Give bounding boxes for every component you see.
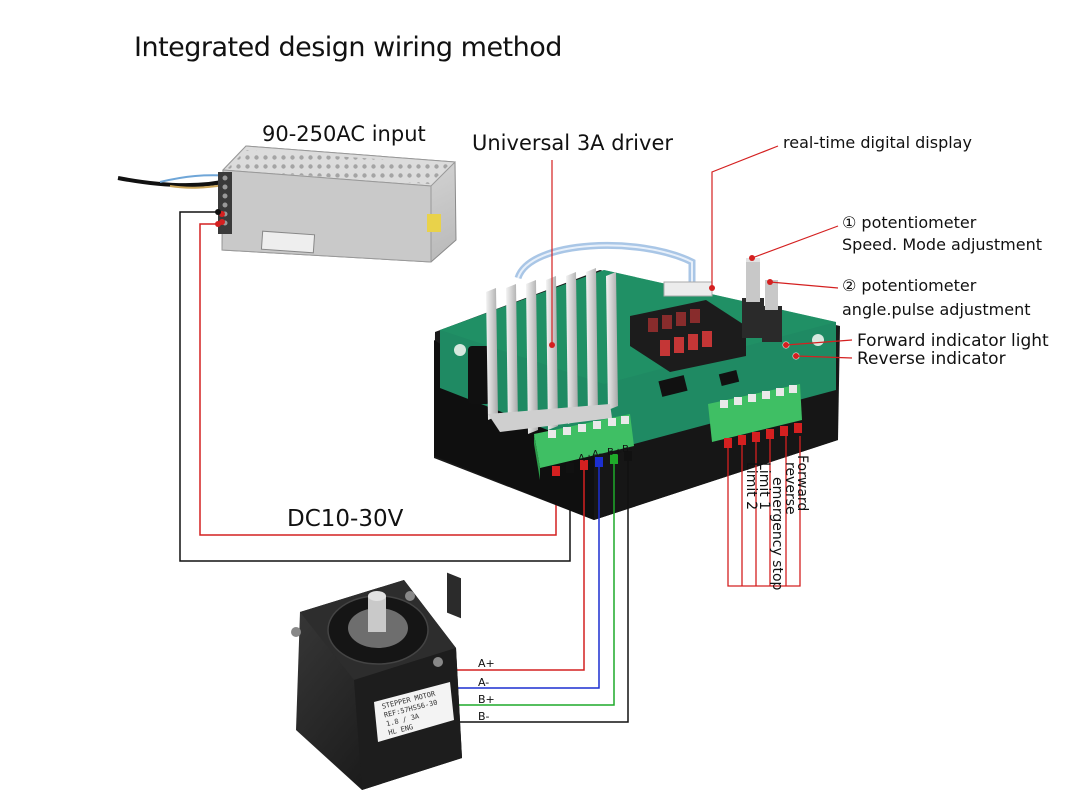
terminal-b-minus-label: B-: [622, 444, 633, 455]
input-limit2-label: Limit 2: [743, 462, 759, 511]
digital-display: [630, 300, 746, 372]
reverse-light-label: Reverse indicator: [857, 349, 1006, 369]
potentiometers: [742, 258, 782, 342]
display-label: real-time digital display: [783, 133, 972, 152]
control-terminal-block: [708, 384, 802, 448]
power-supply-unit: [218, 145, 457, 263]
callout-lines: [551, 145, 853, 359]
motor-terminal-block: [534, 414, 634, 480]
input-forward-label: Forward: [794, 455, 810, 512]
pot1-label: ① potentiometer: [842, 213, 977, 232]
diagram-title: Integrated design wiring method: [134, 32, 562, 63]
input-limit1-label: Limit 1: [756, 462, 772, 511]
pot2-label: ② potentiometer: [842, 276, 977, 295]
dc-supply-label: DC10-30V: [287, 506, 404, 532]
forward-light-label: Forward indicator light: [857, 331, 1049, 351]
ac-cable: [117, 174, 235, 189]
input-reverse-label: reverse: [782, 462, 798, 515]
stepper-motor: [291, 580, 462, 790]
pot2-function-label: angle.pulse adjustment: [842, 300, 1031, 319]
motor-wire-b-minus-label: B-: [478, 710, 490, 723]
pot1-function-label: Speed. Mode adjustment: [842, 235, 1043, 254]
terminal-a-minus-label: A-: [592, 449, 603, 460]
motor-wires: [450, 461, 629, 723]
terminal-b-plus-label: B+: [607, 447, 623, 458]
motor-wire-a-plus-label: A+: [478, 657, 495, 670]
input-estop-label: emergency stop: [769, 477, 785, 591]
driver-board: [434, 241, 840, 619]
control-wires: [727, 436, 801, 587]
driver-label: Universal 3A driver: [472, 131, 673, 155]
motor-wire-a-minus-label: A-: [478, 676, 490, 689]
heatsink: [486, 268, 618, 434]
terminal-a-plus-label: A+: [578, 453, 594, 464]
dc-wires: [179, 209, 571, 562]
ac-input-label: 90-250AC input: [262, 122, 426, 146]
motor-wire-b-plus-label: B+: [478, 693, 495, 706]
